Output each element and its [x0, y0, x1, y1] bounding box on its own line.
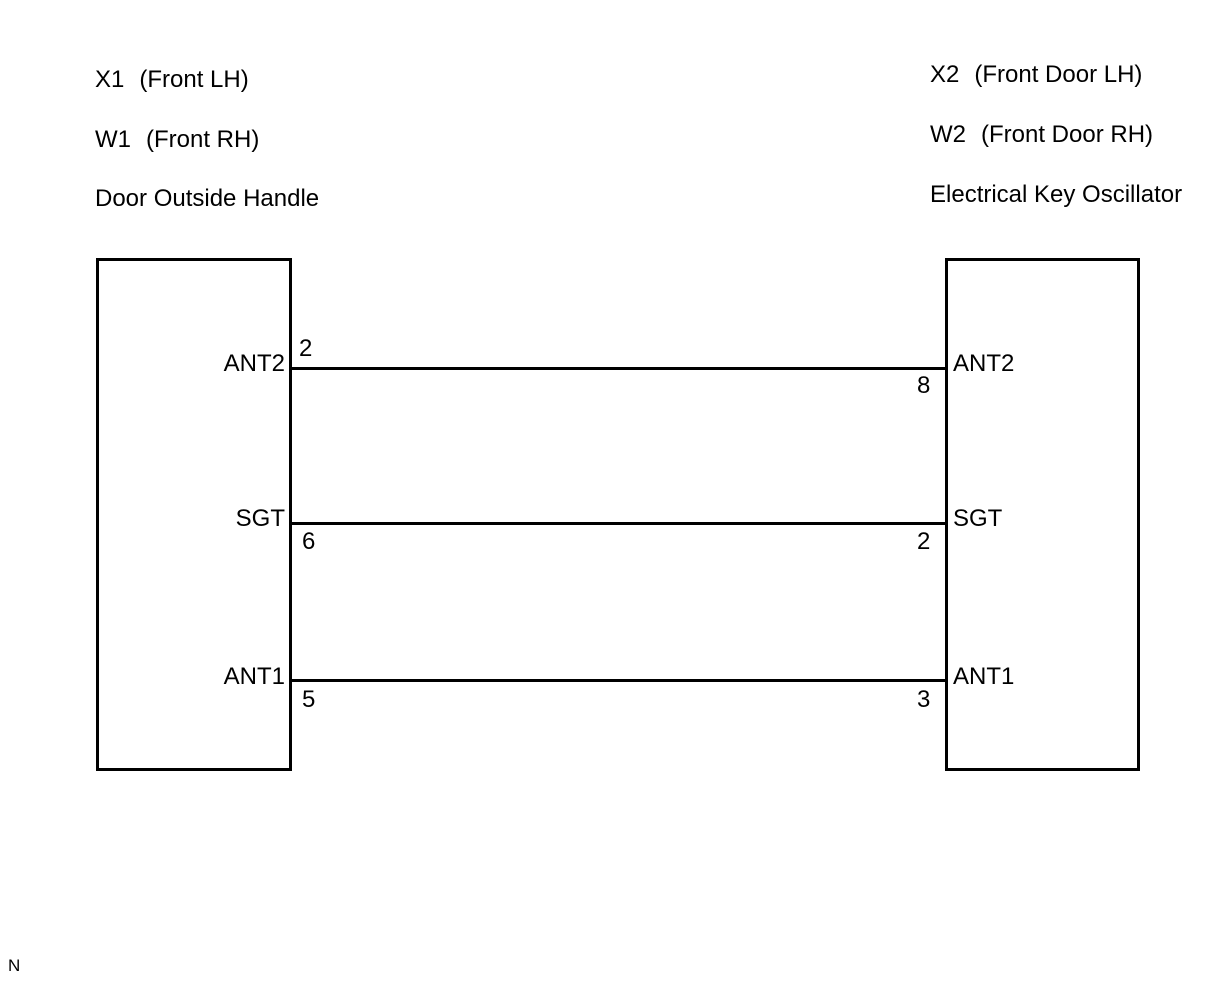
pin-label-ant1: ANT1 — [953, 663, 1015, 690]
footer-note: N — [8, 956, 21, 975]
pin-label-sgt: SGT — [953, 505, 1003, 532]
connector-location: (Front Door RH) — [981, 121, 1154, 148]
pin-number-left-ant2: 2 — [299, 335, 313, 362]
connector-code: X2 — [930, 61, 960, 88]
wire-ant1 — [292, 679, 945, 682]
pin-number-right-ant2: 8 — [917, 372, 931, 399]
connector-code: W2 — [930, 121, 966, 148]
right-component-box: ANT2 SGT ANT1 — [945, 258, 1140, 771]
pin-number-right-sgt: 2 — [917, 528, 931, 555]
pin-label-ant2: ANT2 — [223, 350, 285, 377]
pin-label-sgt: SGT — [235, 505, 285, 532]
left-connector-row-2: W1 (Front RH) — [95, 127, 259, 153]
left-connector-row-1: X1 (Front LH) — [95, 67, 249, 93]
right-connector-row-2: W2 (Front Door RH) — [930, 122, 1153, 148]
pin-label-ant2: ANT2 — [953, 350, 1015, 377]
pin-number-left-ant1: 5 — [302, 686, 316, 713]
connector-code: X1 — [95, 66, 125, 93]
pin-number-left-sgt: 6 — [302, 528, 316, 555]
wire-ant2 — [292, 367, 945, 370]
connector-code: W1 — [95, 126, 131, 153]
left-component-box: ANT2 SGT ANT1 — [96, 258, 292, 771]
pin-label-ant1: ANT1 — [223, 663, 285, 690]
connector-location: (Front Door LH) — [974, 61, 1143, 88]
right-component-name: Electrical Key Oscillator — [930, 181, 1183, 208]
left-component-name: Door Outside Handle — [95, 185, 320, 212]
wire-sgt — [292, 522, 945, 525]
connector-location: (Front LH) — [139, 66, 249, 93]
right-connector-row-1: X2 (Front Door LH) — [930, 62, 1142, 88]
connector-location: (Front RH) — [146, 126, 260, 153]
pin-number-right-ant1: 3 — [917, 686, 931, 713]
